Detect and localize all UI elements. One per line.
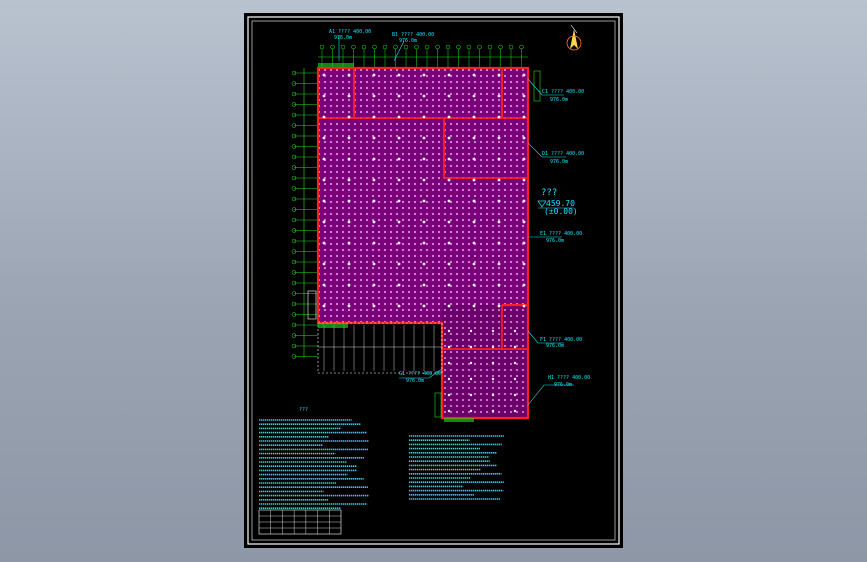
callout-right-3-line2: 976.0m — [546, 238, 564, 244]
notes-right-column — [409, 435, 504, 500]
callout-top-left-line1: A1 ???? 400.00 — [329, 29, 371, 35]
callout-right-4-line1: F1 ???? 400.00 — [540, 337, 582, 343]
column-markers — [322, 73, 526, 413]
callout-bottom-right-line2: 976.0m — [554, 382, 572, 388]
notes-left-column — [259, 419, 369, 510]
plan-body — [316, 66, 530, 420]
callout-bottom-mid-line2: 976.0m — [406, 378, 424, 384]
summary-table — [258, 509, 342, 535]
drawing-sheet: ??? 459.70 (±0.00) A1 ???? 400.00 976.0m… — [244, 13, 623, 548]
outer-frame — [247, 16, 620, 545]
elevation-marker: ??? — [541, 188, 557, 198]
callout-right-2-line2: 976.0m — [550, 159, 568, 165]
boundary-inner-2 — [443, 118, 528, 179]
callout-bottom-mid-line1: G1 ???? 400.00 — [399, 371, 441, 377]
lower-annex — [317, 322, 443, 374]
callout-top-mid-line2: 976.0m — [399, 38, 417, 44]
grid-area-main — [318, 68, 528, 323]
callout-labels: A1 ???? 400.00 976.0m B1 ???? 400.00 976… — [329, 29, 590, 406]
callout-bottom-right-line1: H1 ???? 400.00 — [548, 375, 590, 381]
callout-right-1-line1: C1 ???? 400.00 — [542, 89, 584, 95]
callout-right-4-line2: 976.0m — [546, 343, 564, 349]
callout-right-2-line1: D1 ???? 400.00 — [542, 151, 584, 157]
callout-top-left-line2: 976.0m — [334, 35, 352, 41]
callout-top-mid-line1: B1 ???? 400.00 — [392, 32, 434, 38]
equipment-marks — [307, 63, 541, 422]
site-plan-drawing: ??? 459.70 (±0.00) A1 ???? 400.00 976.0m… — [247, 16, 620, 545]
elevation-legend: ??? 459.70 (±0.00) — [537, 188, 578, 216]
design-notes: ??? — [259, 407, 504, 510]
grid-area-extension — [442, 305, 528, 418]
callout-right-1-line2: 976.0m — [550, 97, 568, 103]
elevation-paren: (±0.00) — [544, 207, 578, 216]
callout-right-3-line1: E1 ???? 400.00 — [540, 231, 582, 237]
elevation-value: 459.70 — [546, 199, 575, 208]
inner-frame — [251, 20, 616, 541]
north-arrow-icon — [566, 24, 582, 51]
notes-title: ??? — [299, 407, 308, 413]
